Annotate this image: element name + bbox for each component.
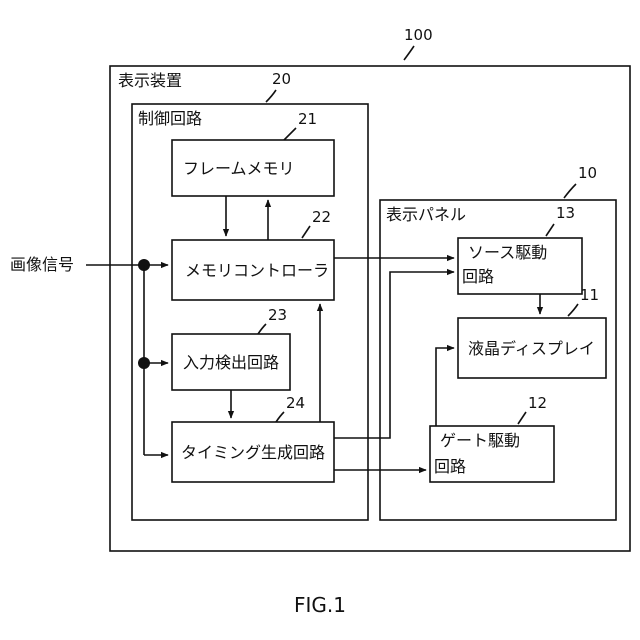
gate-driver-leader — [518, 412, 526, 424]
gate-driver-ref: 12 — [528, 394, 547, 412]
display-panel-leader — [564, 184, 576, 198]
control-circuit-leader — [266, 90, 276, 102]
frame-memory-leader — [284, 128, 296, 140]
memory-controller-label: メモリコントローラ — [185, 261, 329, 280]
control-circuit-ref: 20 — [272, 70, 291, 88]
source-driver-ref: 13 — [556, 204, 575, 222]
control-circuit-label: 制御回路 — [138, 109, 202, 128]
source-driver-label-line1: ソース駆動 — [468, 243, 547, 262]
memory-controller-leader — [302, 226, 310, 238]
timing-generator-ref: 24 — [286, 394, 305, 412]
frame-memory-ref: 21 — [298, 110, 317, 128]
gate-to-lcd-arrow — [436, 348, 454, 426]
source-driver-leader — [546, 224, 554, 236]
gate-driver-label-line1: ゲート駆動 — [440, 431, 520, 450]
gate-driver-label-line2: 回路 — [434, 457, 466, 476]
display-panel-ref: 10 — [578, 164, 597, 182]
memory-controller-ref: 22 — [312, 208, 331, 226]
timing-generator-leader — [276, 412, 284, 422]
frame-memory-label: フレームメモリ — [183, 159, 295, 178]
display-panel-label: 表示パネル — [386, 205, 466, 224]
input-detection-leader — [258, 324, 266, 334]
display-device-ref: 100 — [404, 26, 433, 44]
input-detection-ref: 23 — [268, 306, 287, 324]
lcd-ref: 11 — [580, 286, 599, 304]
lcd-label: 液晶ディスプレイ — [468, 339, 595, 358]
figure-caption: FIG.1 — [294, 593, 346, 617]
lcd-leader — [568, 304, 578, 316]
display-device-label: 表示装置 — [118, 71, 182, 90]
input-detection-label: 入力検出回路 — [183, 353, 279, 372]
display-device-leader — [404, 46, 414, 60]
input-signal-label: 画像信号 — [10, 255, 74, 274]
timing-generator-label: タイミング生成回路 — [181, 443, 325, 462]
source-driver-label-line2: 回路 — [462, 267, 494, 286]
